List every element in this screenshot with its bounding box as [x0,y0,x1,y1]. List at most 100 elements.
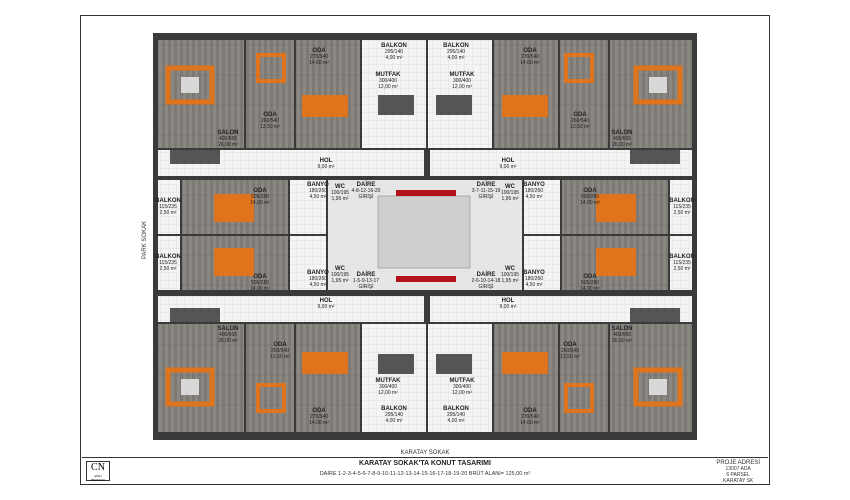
room-area: 4,50 m² [526,282,543,288]
room-area: 12,00 m² [452,390,472,396]
room-area: 13,50 m² [560,354,580,360]
room-dim: 180/260 [525,276,543,282]
room-name: ODA [573,112,587,118]
room-name: ODA [583,274,597,280]
room-sub: 3-7-11-15-19 [472,188,501,194]
room-name: BANYO [307,182,329,188]
room-name: SALON [612,326,633,332]
room-area: 2,50 m² [674,266,691,272]
room-extra: GİRİŞİ [358,283,373,290]
room-area: 26,00 m² [218,338,238,344]
room-name: WC [505,266,516,272]
room-area: 4,00 m² [448,418,465,424]
room-sub: 4-8-12-16-20 [352,188,381,194]
room-sub: 1-5-9-13-17 [353,278,379,284]
room-area: 2,50 m² [674,210,691,216]
room-name: ODA [273,342,287,348]
room-dim: 115/235 [159,260,177,266]
room-dim: 100/195 [331,190,349,196]
room-area: 2,50 m² [160,266,177,272]
room-name: BANYO [307,270,329,276]
room-dim: 505/280 [581,194,599,200]
room-dim: 180/260 [309,188,327,194]
room-area: 14,00 m² [520,60,540,66]
room-name: ODA [583,188,597,194]
apartment-top-right [428,40,692,176]
room-dim: 505/280 [251,194,269,200]
room-dim: 300/400 [453,78,471,84]
room-dim: 100/195 [501,190,519,196]
stairwell [377,195,471,269]
room-dim: 400/665 [219,332,237,338]
room-area: 4,00 m² [386,418,403,424]
room-area: 1,95 m² [502,196,519,202]
table-tl [170,150,220,164]
room-dim: 100/195 [501,272,519,278]
room-area: 1,95 m² [502,278,519,284]
room-dim: 400/665 [613,332,631,338]
room-area: 14,60 m² [309,60,329,66]
room-name: DAİRE [477,271,496,278]
room-area: 2,50 m² [160,210,177,216]
room-area: 12,00 m² [378,390,398,396]
room-dim: 270/540 [310,414,328,420]
room-name: BALKON [443,43,469,49]
room-name: ODA [253,188,267,194]
room-name: HOL [320,298,333,304]
room-area: 9,00 m² [318,304,335,310]
street-left: PARK SOKAK [142,221,148,259]
room-dim: 295/140 [447,49,465,55]
room-area: 13,50 m² [260,124,280,130]
room-dim: 115/235 [673,204,691,210]
room-name: MUTFAK [450,72,476,78]
room-dim: 400/665 [613,136,631,142]
room-name: SALON [218,130,239,136]
room-area: 14,00 m² [250,286,270,292]
room-area: 1,95 m² [332,196,349,202]
room-name: ODA [523,408,537,414]
room-area: 13,50 m² [270,354,290,360]
room-name: BALKON [381,406,407,412]
room-dim: 295/140 [447,412,465,418]
room-name: DAİRE [477,181,496,188]
room-area: 1,95 m² [332,278,349,284]
room-extra: GİRİŞİ [478,283,493,290]
room-dim: 180/260 [309,276,327,282]
room-area: 12,00 m² [452,84,472,90]
project-heading: PROJE ADRESİ [716,460,760,466]
room-area: 4,50 m² [310,282,327,288]
room-name: ODA [312,408,326,414]
logo-mark: CN [91,462,105,473]
room-dim: 260/540 [561,348,579,354]
apartment-top-left [158,40,426,176]
room-name: BALKON [381,43,407,49]
room-name: WC [335,266,346,272]
room-name: ODA [563,342,577,348]
room-name: DAİRE [357,181,376,188]
room-name: ODA [312,48,326,54]
room-name: WC [505,184,516,190]
room-dim: 260/540 [571,118,589,124]
room-name: ODA [523,48,537,54]
room-name: SALON [218,326,239,332]
